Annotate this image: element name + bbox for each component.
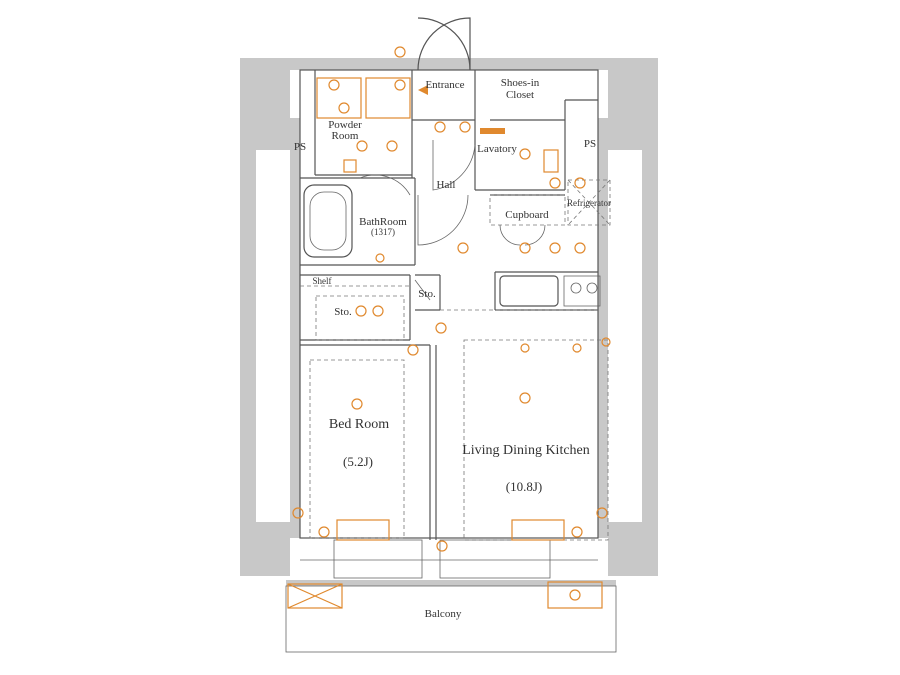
label-bath-size: (1317) bbox=[371, 227, 395, 237]
room-labels: Entrance Shoes-in Closet Powder Room PS … bbox=[294, 77, 611, 620]
label-cupboard: Cupboard bbox=[505, 209, 549, 221]
label-ldk: Living Dining Kitchen bbox=[462, 443, 590, 458]
label-shelf: Shelf bbox=[313, 276, 332, 286]
kitchen-counter bbox=[499, 275, 601, 307]
label-powder-room-2: Room bbox=[332, 130, 359, 142]
label-shoes-in-closet-2: Closet bbox=[506, 89, 534, 101]
structural-walls bbox=[240, 58, 658, 586]
bathtub bbox=[303, 184, 353, 258]
dashed-outlines bbox=[300, 179, 611, 541]
doors bbox=[359, 17, 546, 301]
label-storage-bed: Sto. bbox=[334, 306, 352, 318]
label-balcony: Balcony bbox=[425, 608, 462, 620]
plan-background bbox=[240, 0, 660, 675]
label-refrigerator: Refrigerator bbox=[567, 198, 611, 208]
label-bed-room: Bed Room bbox=[329, 417, 389, 432]
label-ps-right: PS bbox=[584, 138, 596, 150]
label-shoes-in-closet-1: Shoes-in bbox=[501, 77, 540, 89]
label-storage-small: Sto. bbox=[418, 288, 436, 300]
label-hall: Hall bbox=[437, 179, 456, 191]
label-powder-room-1: Powder bbox=[328, 119, 362, 131]
label-ps-left: PS bbox=[294, 141, 306, 153]
label-bath-room: BathRoom bbox=[359, 216, 407, 228]
label-lavatory: Lavatory bbox=[477, 143, 517, 155]
balcony-area bbox=[285, 581, 617, 653]
label-entrance: Entrance bbox=[425, 79, 464, 91]
label-bed-room-size: (5.2J) bbox=[343, 454, 373, 469]
label-ldk-size: (10.8J) bbox=[506, 479, 542, 494]
electrical-fixtures bbox=[292, 46, 611, 552]
interior-walls bbox=[299, 69, 599, 540]
